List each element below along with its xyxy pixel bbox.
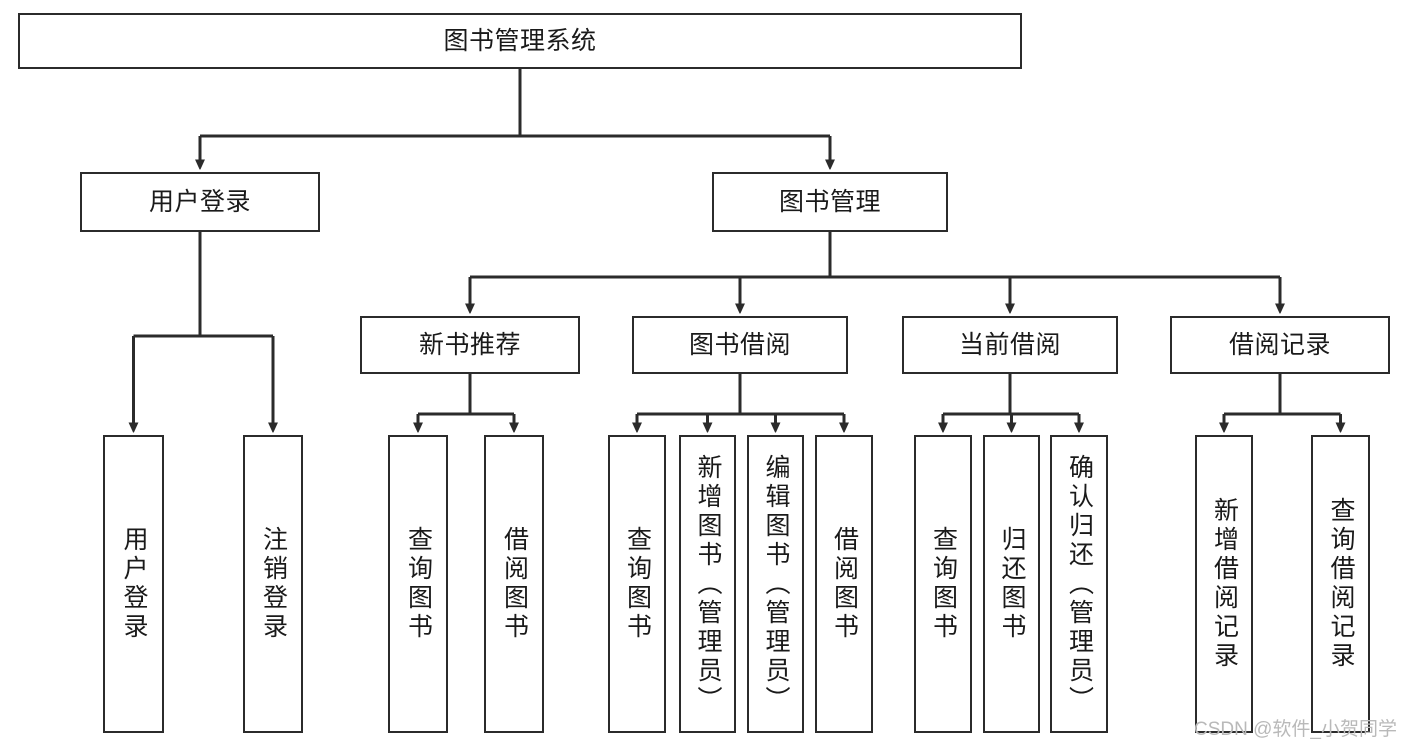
node-book-borrow-label: 图书借阅 xyxy=(688,330,791,359)
node-borrow-record[interactable]: 借阅记录 xyxy=(1170,316,1390,374)
node-new-book-rec[interactable]: 新书推荐 xyxy=(360,316,580,374)
node-leaf-edit-book[interactable]: 编辑图书（管理员） xyxy=(747,435,804,733)
node-book-admin-label: 图书管理 xyxy=(778,187,881,216)
node-root-label: 图书管理系统 xyxy=(443,26,597,55)
node-leaf-borrow-book-rec[interactable]: 借阅图书 xyxy=(484,435,544,733)
node-current-borrow-label: 当前借阅 xyxy=(958,330,1061,359)
node-leaf-user-login-label: 用户登录 xyxy=(120,526,148,642)
node-leaf-return-book-label: 归还图书 xyxy=(998,526,1026,642)
watermark: CSDN @软件_小贺同学 xyxy=(1194,719,1397,740)
node-book-borrow[interactable]: 图书借阅 xyxy=(632,316,848,374)
node-leaf-edit-book-label: 编辑图书（管理员） xyxy=(762,453,790,715)
node-leaf-user-login[interactable]: 用户登录 xyxy=(103,435,164,733)
node-user-login-label: 用户登录 xyxy=(148,187,251,216)
node-leaf-query-book-rec-label: 查询图书 xyxy=(404,526,433,642)
node-leaf-add-book-label: 新增图书（管理员） xyxy=(694,453,722,715)
node-leaf-confirm-return[interactable]: 确认归还（管理员） xyxy=(1050,435,1108,733)
node-leaf-query-borrow-record-label: 查询借阅记录 xyxy=(1327,497,1355,671)
node-book-admin[interactable]: 图书管理 xyxy=(712,172,948,232)
node-leaf-return-book[interactable]: 归还图书 xyxy=(983,435,1040,733)
node-leaf-borrow-book-rec-label: 借阅图书 xyxy=(500,526,529,642)
node-leaf-query-book-borrow-label: 查询图书 xyxy=(623,526,652,642)
node-root[interactable]: 图书管理系统 xyxy=(18,13,1022,69)
node-leaf-logout-login-label: 注销登录 xyxy=(259,526,288,642)
node-leaf-confirm-return-label: 确认归还（管理员） xyxy=(1065,453,1094,715)
node-leaf-query-book-borrow[interactable]: 查询图书 xyxy=(608,435,666,733)
node-leaf-query-book-rec[interactable]: 查询图书 xyxy=(388,435,448,733)
node-new-book-rec-label: 新书推荐 xyxy=(418,330,521,359)
node-leaf-add-book[interactable]: 新增图书（管理员） xyxy=(679,435,736,733)
node-leaf-add-borrow-record[interactable]: 新增借阅记录 xyxy=(1195,435,1253,733)
node-leaf-query-book-current-label: 查询图书 xyxy=(929,526,958,642)
node-user-login[interactable]: 用户登录 xyxy=(80,172,320,232)
node-leaf-borrow-book[interactable]: 借阅图书 xyxy=(815,435,873,733)
node-leaf-borrow-book-label: 借阅图书 xyxy=(830,526,859,642)
node-leaf-logout-login[interactable]: 注销登录 xyxy=(243,435,303,733)
node-leaf-add-borrow-record-label: 新增借阅记录 xyxy=(1210,497,1239,671)
node-current-borrow[interactable]: 当前借阅 xyxy=(902,316,1118,374)
node-leaf-query-book-current[interactable]: 查询图书 xyxy=(914,435,972,733)
node-leaf-query-borrow-record[interactable]: 查询借阅记录 xyxy=(1311,435,1370,733)
node-borrow-record-label: 借阅记录 xyxy=(1228,330,1331,359)
